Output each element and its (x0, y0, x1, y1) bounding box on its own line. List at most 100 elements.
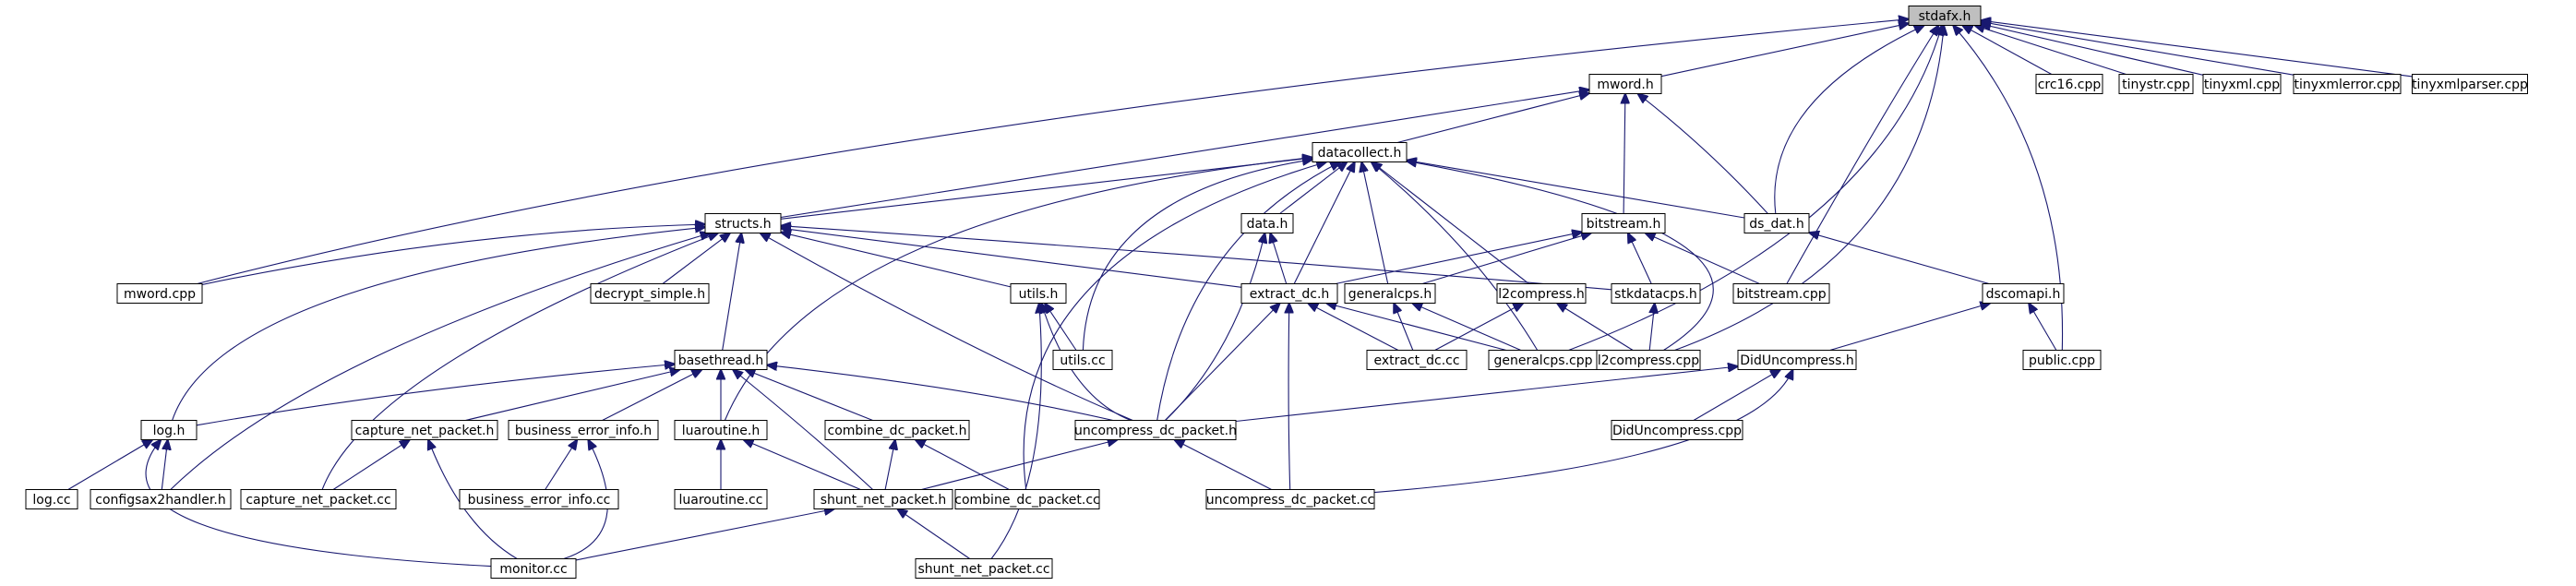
node-box-tinyxmlerror-cpp[interactable] (2293, 74, 2402, 94)
node-tinyxmlerror-cpp[interactable]: tinyxmlerror.cpp (2293, 74, 2402, 94)
edge-structs-h-to-datacollect-h (780, 158, 1312, 220)
node-box-bitstream-h[interactable] (1581, 213, 1666, 233)
node-box-combine-dc-packet-h[interactable] (824, 420, 970, 440)
node-stkdatacps-h[interactable]: stkdatacps.h (1611, 283, 1701, 304)
node-bitstream-cpp[interactable]: bitstream.cpp (1732, 283, 1830, 304)
node-box-stkdatacps-h[interactable] (1611, 283, 1701, 304)
node-capture-net-packet-h[interactable]: capture_net_packet.h (351, 420, 498, 440)
node-box-configsax2handler-h[interactable] (90, 489, 232, 509)
node-generalcps-h[interactable]: generalcps.h (1344, 283, 1436, 304)
node-box-bitstream-cpp[interactable] (1732, 283, 1830, 304)
node-box-diduncompress-cpp[interactable] (1611, 420, 1743, 440)
node-crc16-cpp[interactable]: crc16.cpp (2035, 74, 2103, 94)
node-box-business-error-info-h[interactable] (508, 420, 659, 440)
node-box-log-h[interactable] (140, 420, 198, 440)
node-box-decrypt-simple-h[interactable] (590, 283, 710, 304)
edge-extract-dc-cc-to-generalcps-h (1394, 304, 1414, 351)
node-utils-cc[interactable]: utils.cc (1052, 350, 1113, 370)
node-capture-net-packet-cc[interactable]: capture_net_packet.cc (240, 489, 397, 509)
node-dscomapi-h[interactable]: dscomapi.h (1982, 283, 2065, 304)
node-data-h[interactable]: data.h (1240, 213, 1294, 233)
node-box-luaroutine-cc[interactable] (674, 489, 768, 509)
node-business-error-info-cc[interactable]: business_error_info.cc (459, 489, 619, 509)
node-shunt-net-packet-h[interactable]: shunt_net_packet.h (813, 489, 953, 509)
node-box-l2compress-cpp[interactable] (1596, 350, 1701, 370)
node-box-business-error-info-cc[interactable] (459, 489, 619, 509)
node-box-capture-net-packet-h[interactable] (351, 420, 498, 440)
node-box-monitor-cc[interactable] (490, 558, 577, 579)
node-combine-dc-packet-cc[interactable]: combine_dc_packet.cc (954, 489, 1100, 509)
node-log-h[interactable]: log.h (140, 420, 198, 440)
node-monitor-cc[interactable]: monitor.cc (490, 558, 577, 579)
node-tinyxml-cpp[interactable]: tinyxml.cpp (2202, 74, 2282, 94)
node-l2compress-cpp[interactable]: l2compress.cpp (1596, 350, 1701, 370)
node-box-tinyxml-cpp[interactable] (2202, 74, 2282, 94)
node-box-uncompress-dc-packet-h[interactable] (1074, 420, 1237, 440)
node-box-luaroutine-h[interactable] (674, 420, 768, 440)
node-box-uncompress-dc-packet-cc[interactable] (1205, 489, 1375, 509)
node-box-utils-h[interactable] (1010, 283, 1067, 304)
node-box-datacollect-h[interactable] (1312, 142, 1408, 162)
node-box-utils-cc[interactable] (1052, 350, 1113, 370)
node-diduncompress-h[interactable]: DidUncompress.h (1737, 350, 1857, 370)
node-box-shunt-net-packet-h[interactable] (813, 489, 953, 509)
node-box-tinystr-cpp[interactable] (2118, 74, 2194, 94)
edge-tinystr-cpp-to-stdafx-h (1975, 26, 2127, 76)
node-extract-dc-h[interactable]: extract_dc.h (1240, 283, 1338, 304)
node-extract-dc-cc[interactable]: extract_dc.cc (1366, 350, 1468, 370)
node-combine-dc-packet-h[interactable]: combine_dc_packet.h (824, 420, 970, 440)
node-shunt-net-packet-cc[interactable]: shunt_net_packet.cc (915, 558, 1053, 579)
node-decrypt-simple-h[interactable]: decrypt_simple.h (590, 283, 710, 304)
node-structs-h[interactable]: structs.h (704, 213, 782, 233)
node-mword-h[interactable]: mword.h (1588, 74, 1662, 94)
node-box-crc16-cpp[interactable] (2035, 74, 2103, 94)
node-box-mword-h[interactable] (1588, 74, 1662, 94)
node-box-tinyxmlparser-cpp[interactable] (2412, 74, 2528, 94)
node-label-public-cpp: public.cpp (2029, 353, 2095, 368)
node-tinyxmlparser-cpp[interactable]: tinyxmlparser.cpp (2412, 74, 2528, 94)
node-box-ds-dat-h[interactable] (1743, 213, 1810, 233)
node-basethread-h[interactable]: basethread.h (674, 350, 768, 370)
node-tinystr-cpp[interactable]: tinystr.cpp (2118, 74, 2194, 94)
node-public-cpp[interactable]: public.cpp (2022, 350, 2102, 370)
node-box-extract-dc-cc[interactable] (1366, 350, 1468, 370)
edge-tinyxmlparser-cpp-to-stdafx-h (1981, 20, 2413, 78)
node-datacollect-h[interactable]: datacollect.h (1312, 142, 1408, 162)
node-stdafx-h[interactable]: stdafx.h (1908, 6, 1982, 26)
node-business-error-info-h[interactable]: business_error_info.h (508, 420, 659, 440)
node-label-luaroutine-cc: luaroutine.cc (679, 493, 763, 508)
node-mword-cpp[interactable]: mword.cpp (116, 283, 203, 304)
edge-shunt-net-packet-h-to-luaroutine-h (744, 440, 861, 491)
node-box-diduncompress-h[interactable] (1737, 350, 1857, 370)
node-box-l2compress-h[interactable] (1496, 283, 1587, 304)
node-box-data-h[interactable] (1240, 213, 1294, 233)
node-generalcps-cpp[interactable]: generalcps.cpp (1488, 350, 1599, 370)
node-box-generalcps-h[interactable] (1344, 283, 1436, 304)
node-label-diduncompress-cpp: DidUncompress.cpp (1612, 424, 1742, 438)
edge-structs-h-to-mword-h (780, 90, 1589, 219)
node-box-capture-net-packet-cc[interactable] (240, 489, 397, 509)
node-bitstream-h[interactable]: bitstream.h (1581, 213, 1666, 233)
node-l2compress-h[interactable]: l2compress.h (1496, 283, 1587, 304)
node-ds-dat-h[interactable]: ds_dat.h (1743, 213, 1810, 233)
node-box-basethread-h[interactable] (674, 350, 768, 370)
node-box-structs-h[interactable] (704, 213, 782, 233)
node-luaroutine-cc[interactable]: luaroutine.cc (674, 489, 768, 509)
node-configsax2handler-h[interactable]: configsax2handler.h (90, 489, 232, 509)
edge-generalcps-cpp-to-generalcps-h (1412, 304, 1522, 352)
node-box-extract-dc-h[interactable] (1240, 283, 1338, 304)
node-box-dscomapi-h[interactable] (1982, 283, 2065, 304)
edge-monitor-cc-to-log-h (145, 440, 492, 568)
node-box-stdafx-h[interactable] (1908, 6, 1982, 26)
node-luaroutine-h[interactable]: luaroutine.h (674, 420, 768, 440)
node-diduncompress-cpp[interactable]: DidUncompress.cpp (1611, 420, 1743, 440)
node-uncompress-dc-packet-h[interactable]: uncompress_dc_packet.h (1074, 420, 1237, 440)
node-box-combine-dc-packet-cc[interactable] (954, 489, 1100, 509)
node-log-cc[interactable]: log.cc (25, 489, 78, 509)
node-utils-h[interactable]: utils.h (1010, 283, 1067, 304)
node-box-log-cc[interactable] (25, 489, 78, 509)
node-box-shunt-net-packet-cc[interactable] (915, 558, 1053, 579)
node-box-mword-cpp[interactable] (116, 283, 203, 304)
node-box-public-cpp[interactable] (2022, 350, 2102, 370)
node-uncompress-dc-packet-cc[interactable]: uncompress_dc_packet.cc (1205, 489, 1375, 509)
